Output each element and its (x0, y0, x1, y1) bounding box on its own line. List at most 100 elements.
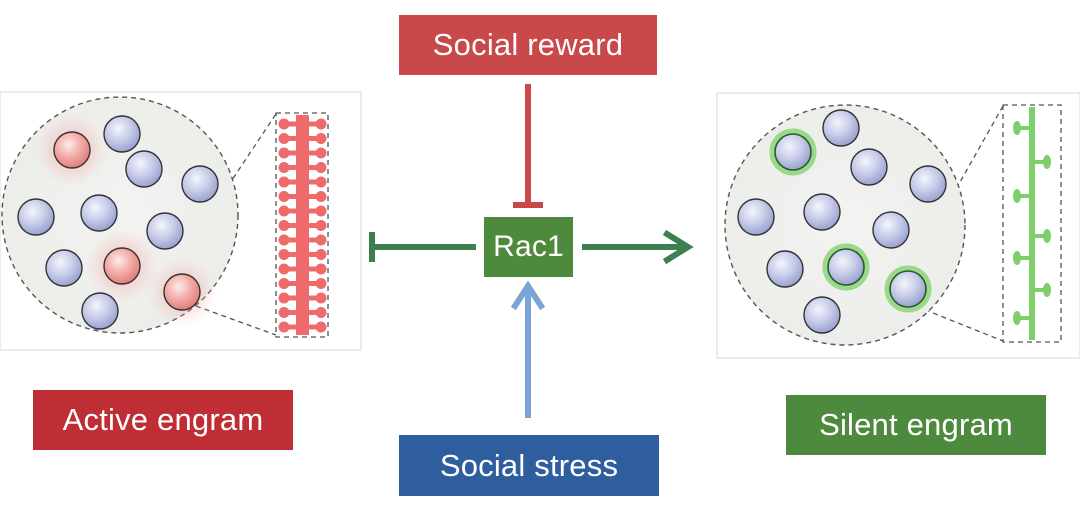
spine-head (1043, 229, 1051, 243)
spine-head (315, 191, 327, 202)
spine-head (315, 234, 327, 246)
neutral-cell (872, 211, 910, 249)
neutral-cell (181, 165, 219, 203)
spine-head (278, 249, 290, 260)
active-engram-panel (0, 91, 362, 351)
neutral-cell (17, 198, 55, 236)
neutral-cell (822, 109, 860, 147)
silent-cell-rings (769, 128, 932, 313)
spine-head (315, 292, 327, 304)
silent-cell (889, 270, 927, 308)
dendritic-spine (286, 324, 296, 330)
neutral-cells (17, 115, 219, 330)
spine-head (278, 234, 290, 246)
spine-head (1013, 189, 1021, 203)
silent-cells (774, 133, 927, 308)
social-reward-inhibition (513, 84, 543, 208)
dendritic-spine (1020, 316, 1029, 320)
neutral-cell (146, 212, 184, 250)
spine-head (278, 321, 290, 333)
silent-engram-panel (716, 92, 1080, 359)
spine-head (1013, 121, 1021, 135)
spine-head (278, 191, 290, 202)
dendritic-spine (286, 150, 296, 156)
dendritic-spine (309, 237, 319, 243)
spine-head (278, 278, 290, 289)
dendritic-spine (309, 266, 319, 272)
dendritic-spine (309, 136, 319, 141)
dendritic-spine (309, 281, 319, 286)
spine-head (315, 278, 327, 289)
dendritic-spine (1020, 256, 1029, 260)
dendritic-spine (286, 194, 296, 199)
active-cell (53, 131, 91, 169)
dendritic-spine (309, 252, 319, 257)
neutral-cell (125, 150, 163, 188)
neutral-cell (803, 296, 841, 334)
spine-head (315, 263, 327, 275)
spine-head (1013, 251, 1021, 265)
dendritic-spine (286, 310, 296, 315)
dendritic-spine (309, 194, 319, 199)
neutral-cell (81, 292, 119, 330)
dendritic-spine (309, 150, 319, 156)
spine-head (1043, 283, 1051, 297)
rac1-inhibits-active (369, 232, 476, 262)
neutral-cell (766, 250, 804, 288)
active-cell (163, 273, 201, 311)
dendritic-spine (286, 121, 296, 127)
dendritic-spine (309, 310, 319, 315)
spine-head (278, 220, 290, 231)
rac1-promotes-silent (582, 229, 694, 265)
silent-cell (827, 248, 865, 286)
spine-head (315, 321, 327, 333)
dendritic-spine (286, 223, 296, 228)
dendritic-spine (309, 295, 319, 301)
dendritic-spine (286, 252, 296, 257)
zoom-line-bottom (907, 302, 1004, 342)
spine-head (278, 162, 290, 173)
neutral-cell (103, 115, 141, 153)
spine-head (1013, 311, 1021, 325)
dendritic-spine (1020, 126, 1029, 130)
dendritic-spine (1035, 160, 1044, 164)
rac1-label: Rac1 (484, 217, 573, 277)
silent-cell (774, 133, 812, 171)
dendritic-spine (286, 179, 296, 185)
spine-head (315, 220, 327, 231)
neutral-cell (850, 148, 888, 186)
dendritic-spine (1020, 194, 1029, 198)
spine-head (278, 263, 290, 275)
dendritic-spine (309, 179, 319, 185)
spine-head (315, 118, 327, 130)
spine-head (315, 162, 327, 173)
neutral-cells (737, 109, 947, 334)
dendritic-spine (286, 295, 296, 301)
active-engram-label: Active engram (33, 390, 293, 450)
spine-head (278, 176, 290, 188)
neutral-cell (803, 193, 841, 231)
spine-head (278, 307, 290, 318)
active-dendrite (278, 115, 327, 335)
spine-head (315, 307, 327, 318)
spine-head (315, 147, 327, 159)
spine-head (315, 249, 327, 260)
spine-head (315, 133, 327, 144)
dendritic-spine (286, 281, 296, 286)
social-stress-label: Social stress (399, 435, 659, 496)
dendritic-spine (309, 121, 319, 127)
dendritic-spine (286, 237, 296, 243)
arrowhead-right (662, 229, 694, 265)
spine-head (315, 176, 327, 188)
dendritic-spine (309, 324, 319, 330)
dendritic-spine (286, 136, 296, 141)
dendritic-spine (309, 223, 319, 228)
dendritic-spine (309, 208, 319, 214)
silent-dendrite (1013, 107, 1051, 340)
active-cell (103, 247, 141, 285)
spine-head (1043, 155, 1051, 169)
spine-head (278, 147, 290, 159)
spine-head (278, 118, 290, 130)
spine-head (278, 133, 290, 144)
